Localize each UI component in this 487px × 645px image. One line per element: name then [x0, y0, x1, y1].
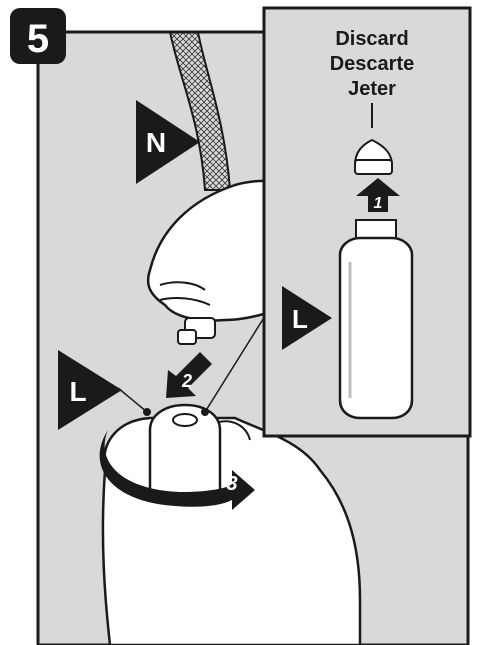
step-number: 5 — [27, 17, 49, 61]
discard-label-fr: Jeter — [348, 78, 396, 100]
main-filter-callout-label: L — [69, 376, 86, 407]
bottle — [340, 220, 412, 418]
discard-label-en: Discard — [335, 28, 408, 50]
filter-cartridge — [143, 405, 220, 501]
discard-label-es: Descarte — [330, 53, 415, 75]
attach-step-number: 2 — [181, 371, 192, 391]
rotate-step-number: 3 — [226, 473, 237, 495]
hose-callout-label: N — [146, 127, 166, 158]
inset-bottle-callout-label: L — [292, 304, 308, 334]
remove-cap-step-number: 1 — [374, 195, 383, 212]
